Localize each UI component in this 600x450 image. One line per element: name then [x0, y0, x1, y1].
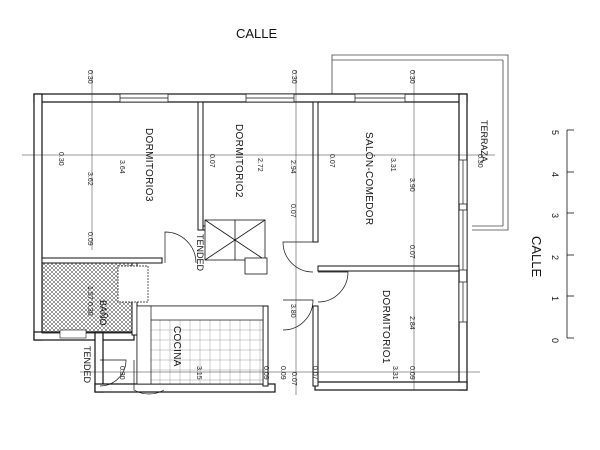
terraza-label: TERRAZA [479, 120, 489, 162]
dim-salon-wall: 0.07 [328, 154, 335, 168]
dim-hall-height: 3.80 [289, 304, 296, 318]
scale-tick-0: 0 [550, 338, 560, 343]
scale-tick-1: 1 [550, 296, 560, 301]
cocina-counter-left [136, 305, 152, 385]
scale-bar [566, 129, 574, 339]
dim-d1-width: 3.31 [391, 366, 398, 380]
scale-tick-5: 5 [550, 130, 560, 135]
dim-mid-a: 0.09 [279, 366, 286, 380]
dim-d3-height: 3.62 [86, 172, 93, 186]
dim-d3-bottom-wall: 0.09 [86, 232, 93, 246]
dim-d3-left-wall: 0.30 [57, 152, 64, 166]
street-label-right: CALLE [529, 236, 544, 278]
dim-salon-bottom-wall: 0.07 [408, 245, 415, 259]
dim-bano-wall: 0.30 [86, 302, 93, 316]
dormitorio1-label: DORMITORIO1 [380, 290, 391, 364]
cocina-counter [136, 305, 264, 321]
street-label-top: CALLE [236, 26, 278, 41]
scale-tick-2: 2 [550, 255, 560, 260]
windows-right [458, 159, 468, 323]
dim-d1-bottom: 0.09 [408, 366, 415, 380]
dim-d2-width: 2.72 [256, 158, 263, 172]
cocina-label: COCINA [171, 326, 182, 367]
windows-top [119, 93, 406, 103]
dormitorio3-label: DORMITORIO3 [143, 128, 154, 202]
dim-d2-wall: 0.07 [208, 154, 215, 168]
dim-tended-wall: 0.30 [118, 366, 125, 380]
bano-label: BAÑO [98, 300, 108, 326]
dim-cocina-wall: 0.09 [262, 366, 269, 380]
dim-mid-c: 0.07 [311, 366, 318, 380]
dim-d2-height: 2.94 [289, 160, 296, 174]
dim-salon-right-wall: 0.30 [476, 154, 483, 168]
scale-tick-3: 3 [550, 213, 560, 218]
dim-top-wall-1: 0.30 [86, 70, 93, 84]
dim-salon-width: 3.31 [389, 158, 396, 172]
tended-upper-label: TENDED [195, 234, 205, 272]
tended-lower-label: TENDED [82, 346, 92, 384]
dim-bano-height: 1.57 [86, 286, 93, 300]
scale-tick-4: 4 [550, 172, 560, 177]
bano-fixture [117, 265, 149, 303]
dim-d1-height: 2.84 [408, 316, 415, 330]
dim-d2-sub: 0.07 [289, 204, 296, 218]
dim-d3-width: 3.64 [118, 160, 125, 174]
dim-mid-b: 0.07 [290, 372, 297, 386]
dimension-lines [22, 70, 495, 395]
bano-floor [41, 262, 133, 334]
bano-door [59, 329, 87, 339]
salon-comedor-label: SALÓN-COMEDOR [363, 132, 376, 225]
doors [99, 231, 349, 395]
dim-cocina-width: 3.15 [195, 366, 202, 380]
terraza-area [331, 54, 509, 231]
dim-top-wall-2: 0.30 [290, 70, 297, 84]
dim-salon-height: 3.90 [408, 178, 415, 192]
tended-upper-storage [204, 219, 268, 275]
dormitorio2-label: DORMITORIO2 [233, 124, 244, 198]
dim-top-wall-3: 0.30 [408, 70, 415, 84]
